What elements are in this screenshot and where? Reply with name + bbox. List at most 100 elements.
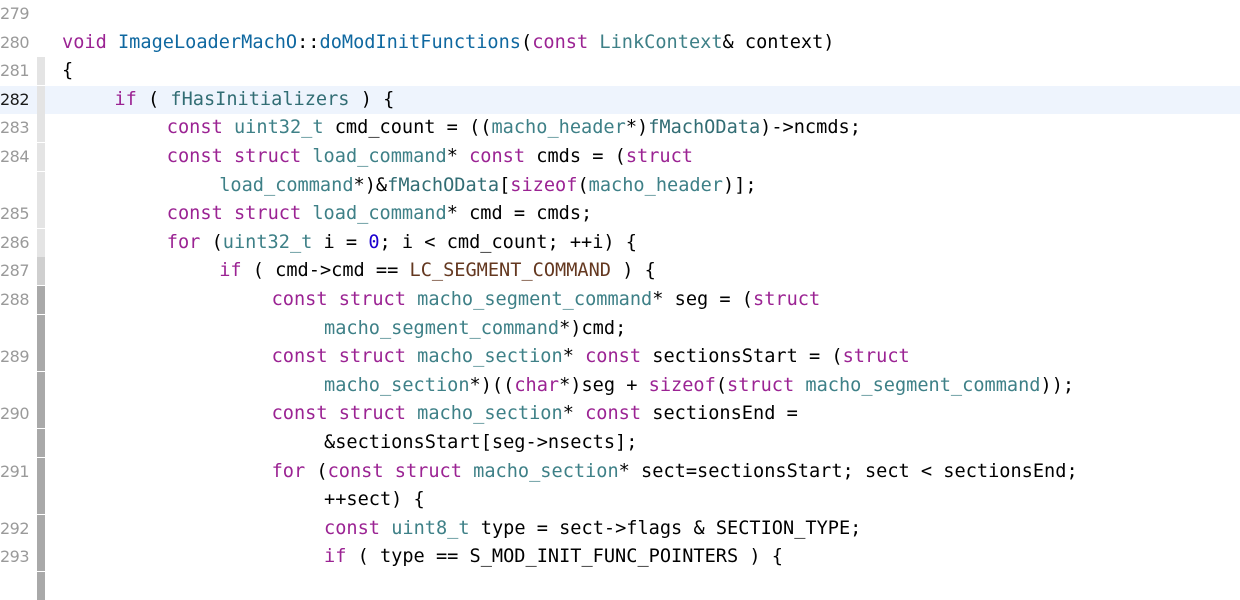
line-number[interactable]: 283 xyxy=(0,118,30,138)
code-token: ( xyxy=(200,231,223,253)
code-token: macho_segment_command xyxy=(805,374,1041,396)
code-text: &sectionsStart[seg->nsects]; xyxy=(324,429,637,457)
code-fold-ribbon[interactable] xyxy=(37,371,45,400)
line-number[interactable]: 282 xyxy=(0,89,30,109)
code-line[interactable]: 290 const struct macho_section* const sec… xyxy=(0,400,1240,429)
code-fold-ribbon[interactable] xyxy=(37,286,45,314)
code-token: { xyxy=(62,60,74,82)
code-fold-ribbon[interactable] xyxy=(37,572,45,600)
code-token: ( xyxy=(715,374,728,396)
line-number[interactable]: 290 xyxy=(0,404,30,424)
code-token: ImageLoaderMachO xyxy=(117,31,298,53)
code-line[interactable]: ++sect) { xyxy=(0,486,1240,515)
code-token: struct xyxy=(338,403,406,425)
code-fold-ribbon[interactable] xyxy=(37,143,45,171)
line-number[interactable]: 281 xyxy=(0,61,30,81)
code-line[interactable]: load_command*)&fMachOData[sizeof(macho_h… xyxy=(0,171,1240,200)
code-token xyxy=(406,346,417,367)
line-number[interactable]: 286 xyxy=(0,232,30,252)
code-token: uint8_t xyxy=(391,517,470,539)
line-number[interactable]: 289 xyxy=(0,347,30,367)
code-token: load_command xyxy=(312,203,447,225)
code-token: ( type == S_MOD_INIT_FUNC_POINTERS ) { xyxy=(346,546,783,568)
code-token: uint32_t xyxy=(222,231,313,253)
code-token: void xyxy=(62,31,107,53)
code-fold-ribbon[interactable] xyxy=(37,457,45,486)
line-number[interactable] xyxy=(0,572,28,600)
line-number[interactable]: 285 xyxy=(0,204,30,224)
code-fold-ribbon[interactable] xyxy=(37,429,45,457)
code-token: uint32_t xyxy=(233,117,324,139)
code-token: macho_section xyxy=(324,374,470,396)
code-fold-ribbon[interactable] xyxy=(37,486,45,515)
line-number[interactable] xyxy=(0,172,28,200)
code-fold-ribbon[interactable] xyxy=(37,543,45,572)
line-number[interactable] xyxy=(0,372,28,400)
code-token xyxy=(223,203,234,224)
code-fold-ribbon[interactable] xyxy=(37,114,45,143)
code-token: const xyxy=(585,403,642,425)
line-number[interactable]: 284 xyxy=(0,147,30,166)
code-line[interactable]: 293 if ( type == S_MOD_INIT_FUNC_POINTERS… xyxy=(0,543,1240,572)
code-line[interactable]: 279 xyxy=(0,0,1240,28)
code-token: macho_header xyxy=(588,174,723,196)
line-number[interactable]: 280 xyxy=(0,32,30,52)
line-number[interactable]: 279 xyxy=(0,4,30,23)
line-number[interactable]: 293 xyxy=(0,547,30,567)
code-token: )); xyxy=(1040,374,1075,396)
code-text: if ( type == S_MOD_INIT_FUNC_POINTERS ) … xyxy=(324,543,783,571)
code-token: i = xyxy=(312,231,369,253)
code-token: const xyxy=(271,346,328,368)
code-fold-ribbon[interactable] xyxy=(37,85,45,114)
code-token: *) xyxy=(625,117,649,139)
line-number[interactable]: 288 xyxy=(0,290,30,309)
code-line[interactable]: &sectionsStart[seg->nsects]; xyxy=(0,429,1240,457)
line-number[interactable] xyxy=(0,315,28,343)
line-number[interactable]: 292 xyxy=(0,518,30,538)
code-token: macho_segment_command xyxy=(324,317,560,339)
code-fold-ribbon[interactable] xyxy=(37,257,45,286)
code-line[interactable]: 281 { xyxy=(0,57,1240,86)
code-fold-ribbon[interactable] xyxy=(37,514,45,543)
code-fold-ribbon[interactable] xyxy=(37,171,45,200)
code-token: * seg = ( xyxy=(652,289,753,310)
code-fold-ribbon[interactable] xyxy=(37,57,45,86)
code-fold-ribbon[interactable] xyxy=(37,314,45,343)
code-line[interactable]: macho_segment_command*)cmd; xyxy=(0,314,1240,343)
code-token: struct xyxy=(338,346,406,368)
code-token: sizeof xyxy=(648,374,716,396)
code-fold-ribbon[interactable] xyxy=(37,228,45,257)
code-fold-ribbon[interactable] xyxy=(37,400,45,429)
code-line[interactable]: 280 void ImageLoaderMachO::doModInitFunct… xyxy=(0,29,1240,57)
code-token xyxy=(406,403,417,424)
line-number[interactable] xyxy=(0,429,28,457)
code-line[interactable]: macho_section*)((char*)seg + sizeof(stru… xyxy=(0,371,1240,400)
code-token: ++sect) { xyxy=(324,489,425,511)
line-number[interactable] xyxy=(0,486,28,514)
line-number[interactable]: 287 xyxy=(0,261,30,281)
code-text: const struct macho_section* const sectio… xyxy=(272,400,798,428)
line-number[interactable]: 291 xyxy=(0,461,30,481)
code-token: LC_SEGMENT_COMMAND xyxy=(409,260,612,282)
code-line[interactable] xyxy=(0,572,1240,600)
code-token: * xyxy=(562,403,586,425)
code-text: void ImageLoaderMachO::doModInitFunction… xyxy=(62,29,834,57)
code-token: struct xyxy=(394,460,462,482)
code-token: if xyxy=(219,260,242,282)
code-token: ( xyxy=(577,174,589,196)
code-fold-ribbon[interactable] xyxy=(37,343,45,372)
code-token: * sect=sectionsStart; sect < sectionsEnd… xyxy=(618,460,1078,482)
code-fold-ribbon[interactable] xyxy=(37,200,45,229)
code-token: & context) xyxy=(722,31,835,53)
